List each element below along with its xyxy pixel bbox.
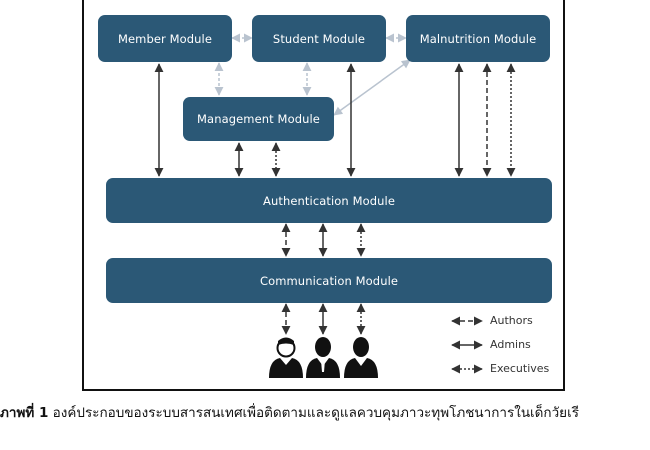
- caption-text: องค์ประกอบของระบบสารสนเทศเพื่อติดตามและด…: [48, 405, 579, 421]
- user-icon: [344, 337, 378, 378]
- member-module: Member Module: [98, 15, 232, 62]
- malnutrition-management-link: [333, 59, 411, 116]
- student-module: Student Module: [252, 15, 386, 62]
- authentication-module: Authentication Module: [106, 178, 552, 223]
- management-module: Management Module: [183, 97, 334, 141]
- user-icon: [269, 337, 303, 378]
- legend-label-authors: Authors: [490, 314, 533, 327]
- legend-label-executives: Executives: [490, 362, 550, 375]
- diagram-frame: [82, 0, 565, 391]
- communication-module: Communication Module: [106, 258, 552, 303]
- legend-label-admins: Admins: [490, 338, 531, 351]
- caption-label: ภาพที่ 1: [0, 405, 49, 421]
- figure-caption: ภาพที่ 1 องค์ประกอบของระบบสารสนเทศเพื่อต…: [0, 401, 579, 423]
- user-icon: [306, 337, 340, 378]
- malnutrition-module: Malnutrition Module: [406, 15, 550, 62]
